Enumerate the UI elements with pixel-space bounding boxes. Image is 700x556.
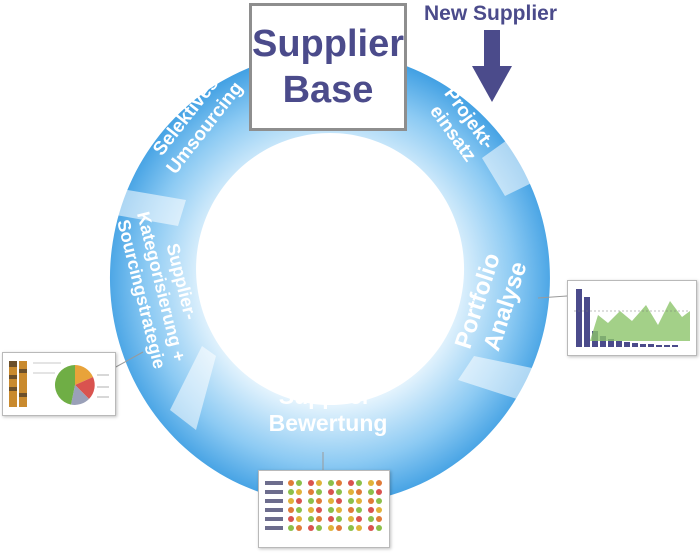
stacked-bar-miniature xyxy=(9,361,27,407)
supplier-base-line2: Base xyxy=(282,69,374,111)
portfolio-chart-thumbnail xyxy=(567,280,697,356)
cycle-ring xyxy=(109,52,550,504)
new-supplier-arrow xyxy=(472,30,512,102)
segment-separators xyxy=(110,135,542,430)
connector-kategorisierung xyxy=(113,351,144,369)
kategorisierung-pie-thumbnail-image xyxy=(9,361,109,407)
bewertung-matrix-thumbnail-image xyxy=(265,480,382,531)
new-supplier-label: New Supplier xyxy=(424,2,558,25)
supplier-base-box: Supplier Base xyxy=(249,3,407,131)
pie-miniature xyxy=(54,365,95,405)
connector-portfolio xyxy=(537,295,568,299)
supplier-base-line1: Supplier xyxy=(251,23,405,65)
segment-label-bewertung: Supplier Bewertung xyxy=(269,383,388,436)
kategorisierung-pie-thumbnail xyxy=(2,352,116,416)
portfolio-chart-thumbnail-image xyxy=(574,289,690,347)
bewertung-matrix-thumbnail xyxy=(258,470,390,548)
